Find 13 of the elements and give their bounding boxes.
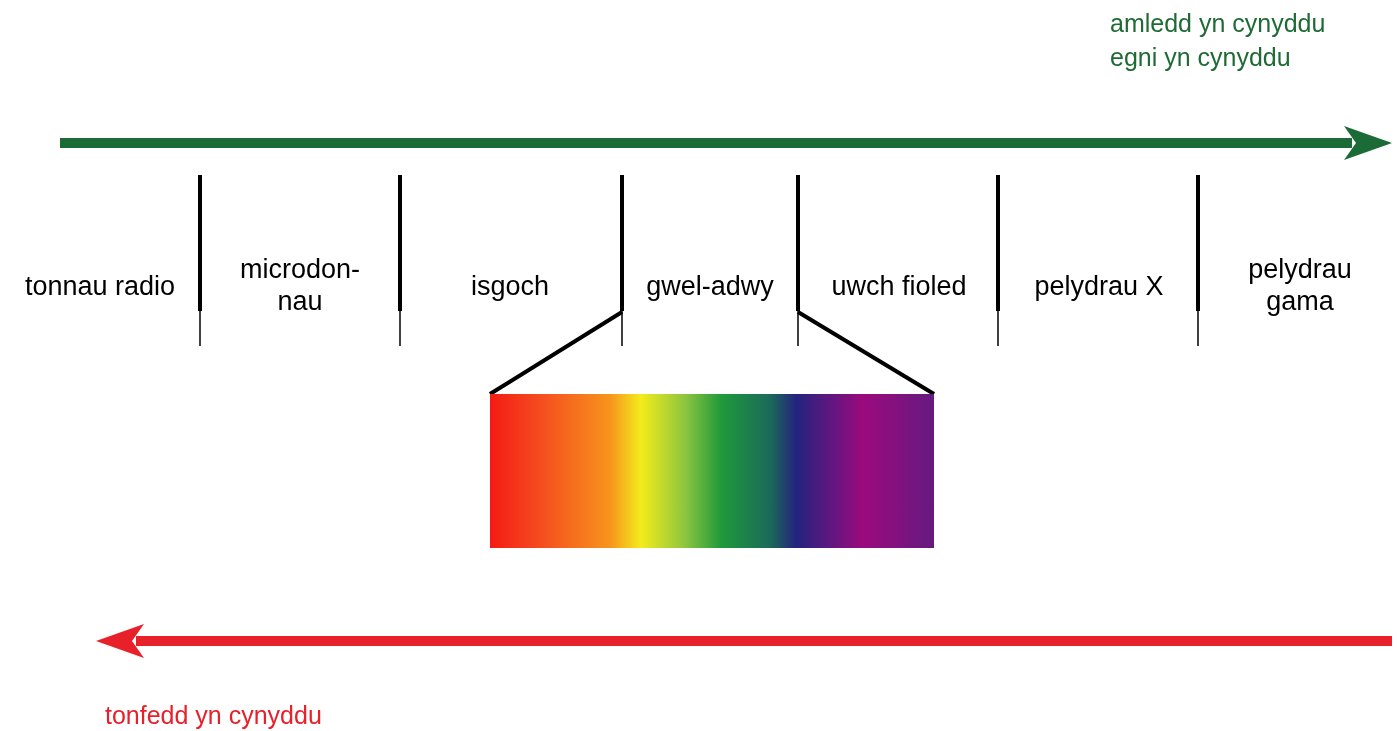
band-label: uwch fioled (831, 270, 967, 302)
spectrum-bar (490, 394, 934, 548)
band-label: microdon-nau (238, 253, 361, 317)
band-label: isgoch (470, 270, 549, 302)
connector-line (796, 310, 936, 396)
arrow-caption: amledd yn cynyddu (1110, 8, 1326, 38)
connector-line (488, 310, 624, 396)
band-label: pelydrau X (1034, 270, 1164, 302)
band-label: pelydrau gama (1247, 253, 1353, 317)
arrow-caption: egni yn cynyddu (1110, 42, 1291, 72)
band-label: tonnau radio (24, 270, 176, 302)
band-label: gwel-adwy (624, 266, 796, 312)
arrow-caption: tonfedd yn cynyddu (105, 700, 322, 730)
